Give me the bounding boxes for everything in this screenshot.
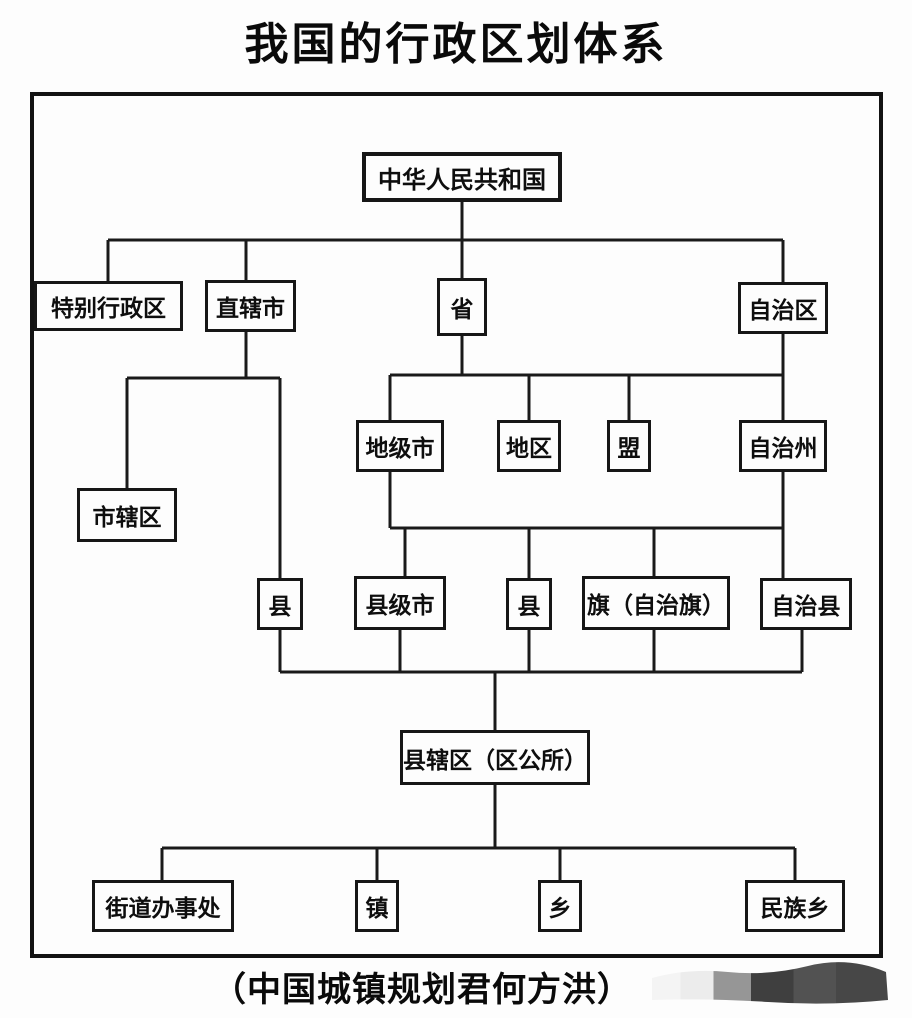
- node-autonomous-prefecture: 自治州: [739, 420, 827, 472]
- node-county-district: 县辖区（区公所）: [400, 730, 590, 785]
- node-banner: 旗（自治旗）: [582, 576, 730, 630]
- diagram-title: 我国的行政区划体系: [244, 20, 668, 69]
- node-ethnic-township: 民族乡: [745, 880, 845, 932]
- node-autonomous-region: 自治区: [738, 282, 828, 334]
- node-prefecture: 地区: [497, 420, 561, 472]
- node-county-city: 县级市: [354, 576, 446, 630]
- node-prefecture-city: 地级市: [356, 420, 444, 472]
- node-prc: 中华人民共和国: [362, 152, 562, 202]
- caption: （中国城镇规划君何方洪）: [212, 971, 632, 1009]
- node-county-left: 县: [257, 578, 303, 630]
- node-county-mid: 县: [506, 578, 552, 630]
- node-special-administrative-region: 特别行政区: [34, 281, 183, 331]
- node-town: 镇: [355, 880, 399, 932]
- diagram-border: [30, 92, 883, 958]
- node-province: 省: [437, 278, 487, 336]
- node-municipal-district: 市辖区: [77, 488, 177, 542]
- node-subdistrict-office: 街道办事处: [92, 880, 234, 932]
- node-municipality: 直辖市: [205, 280, 296, 332]
- node-autonomous-county: 自治县: [760, 578, 852, 630]
- node-league: 盟: [607, 420, 651, 472]
- watermark-smudge: [652, 962, 888, 1004]
- node-township: 乡: [538, 880, 582, 932]
